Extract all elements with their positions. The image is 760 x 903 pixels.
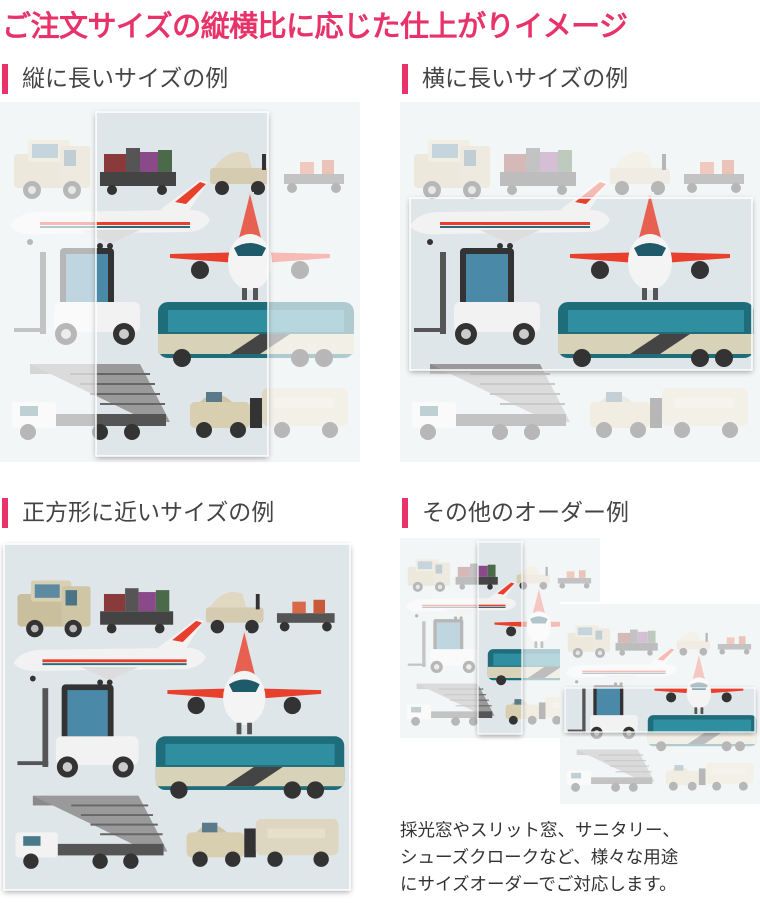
landscape-example-image [400, 100, 760, 464]
section-heading-portrait: 縦に長いサイズの例 [2, 64, 228, 94]
section-heading-other: その他のオーダー例 [402, 498, 629, 528]
caption-line: 採光窓やスリット窓、サニタリー、 [400, 821, 680, 841]
section-heading-landscape: 横に長いサイズの例 [402, 64, 628, 94]
portrait-example-image [0, 100, 360, 464]
page-title: ご注文サイズの縦横比に応じた仕上がりイメージ [2, 9, 628, 43]
caption-line: シューズクロークなど、様々な用途 [400, 848, 679, 868]
usage-caption: 採光窓やスリット窓、サニタリー、 シューズクロークなど、様々な用途 にサイズオー… [400, 818, 756, 899]
caption-line: にサイズオーダーでご対応します。 [400, 875, 677, 895]
square-example-image [0, 538, 360, 900]
other-orders-example-image [400, 538, 760, 806]
section-heading-square: 正方形に近いサイズの例 [2, 498, 274, 528]
